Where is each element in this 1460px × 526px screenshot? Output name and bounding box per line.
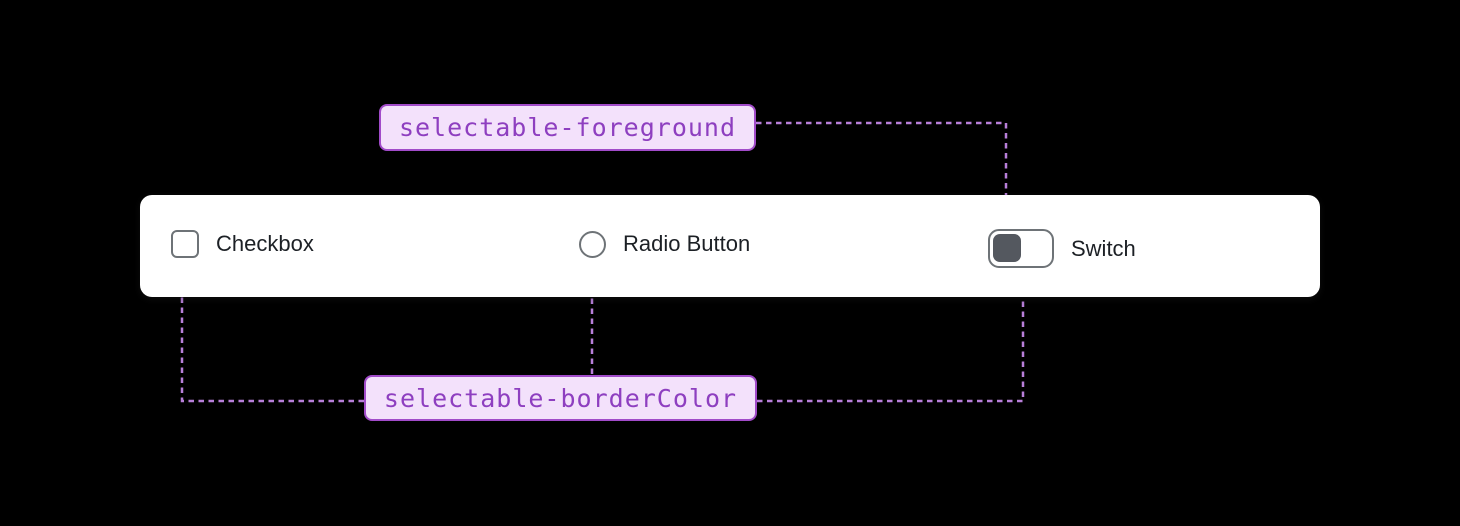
radio-label: Radio Button [623, 231, 751, 256]
checkbox-group[interactable]: Checkbox [171, 229, 314, 259]
connector-bordercolor-to-switch [757, 283, 1025, 403]
radio-button[interactable] [579, 230, 606, 258]
token-selectable-bordercolor: selectable-borderColor [364, 375, 757, 421]
radio-group[interactable]: Radio Button [579, 229, 750, 259]
checkbox-label: Checkbox [216, 231, 314, 256]
token-selectable-foreground-label: selectable-foreground [398, 113, 737, 142]
controls-panel: Checkbox Radio Button Switch [140, 195, 1320, 297]
connector-bordercolor-to-checkbox [180, 279, 364, 403]
token-selectable-bordercolor-label: selectable-borderColor [383, 383, 738, 413]
switch-group[interactable]: Switch [988, 229, 1136, 268]
token-selectable-foreground: selectable-foreground [379, 104, 756, 151]
switch-label: Switch [1071, 235, 1136, 261]
switch-thumb[interactable] [993, 234, 1021, 262]
checkbox[interactable] [171, 230, 199, 258]
switch[interactable] [988, 229, 1054, 268]
